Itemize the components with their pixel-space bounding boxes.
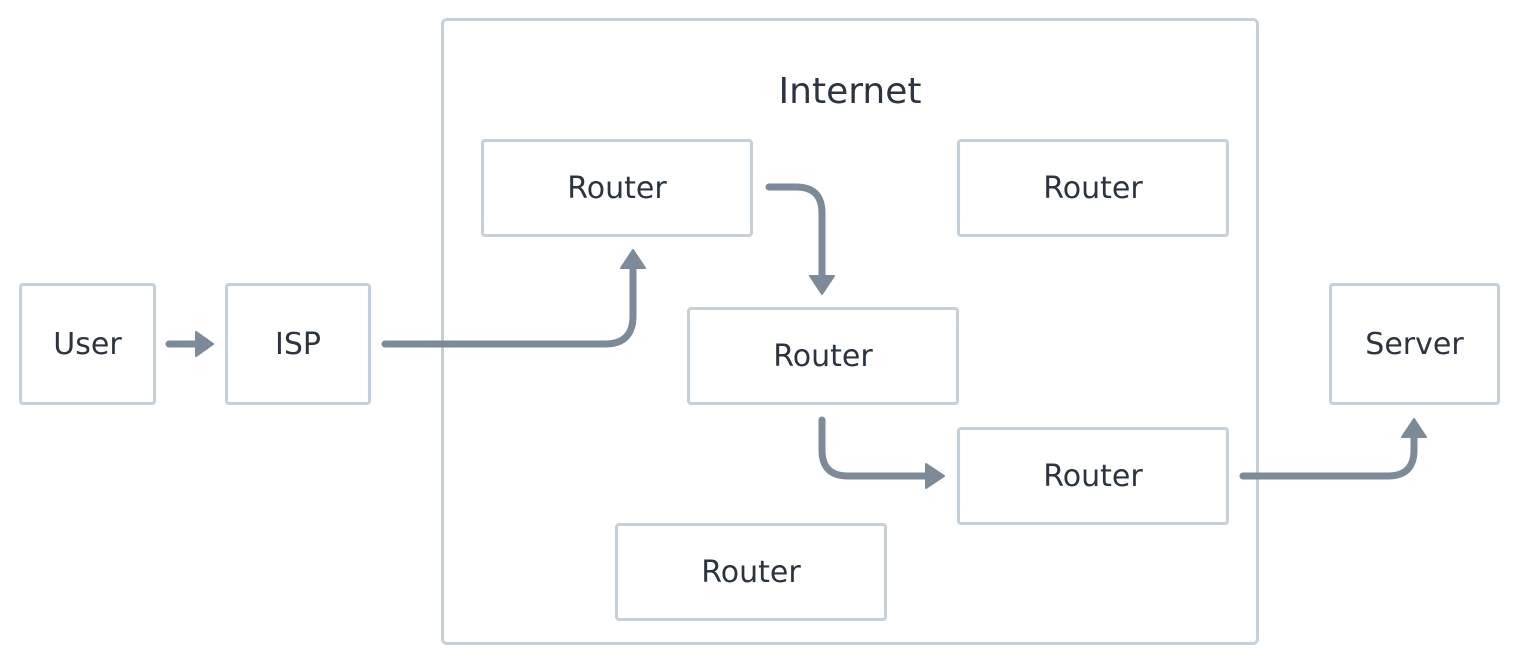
isp-node: ISP <box>225 283 371 405</box>
router-node-middle: Router <box>687 307 959 405</box>
router-label: Router <box>773 338 873 374</box>
arrowhead-router-lower-right <box>925 463 945 489</box>
server-node: Server <box>1329 283 1500 405</box>
arrowhead-server <box>1401 418 1427 438</box>
arrow-router-to-router-middle <box>765 183 826 282</box>
router-node-bottom: Router <box>615 523 887 621</box>
arrow-router-to-server <box>1239 434 1418 480</box>
server-label: Server <box>1365 326 1464 362</box>
internet-label: Internet <box>778 71 922 112</box>
router-label: Router <box>567 170 667 206</box>
router-node-top-right: Router <box>957 139 1229 237</box>
router-label: Router <box>1043 458 1143 494</box>
isp-label: ISP <box>275 326 321 362</box>
router-label: Router <box>1043 170 1143 206</box>
router-node-lower-right: Router <box>957 427 1229 525</box>
arrowhead-router-top-left <box>620 249 646 269</box>
router-node-top-left: Router <box>481 139 753 237</box>
user-node: User <box>19 283 156 405</box>
arrow-isp-to-router <box>381 262 637 348</box>
router-label: Router <box>701 554 801 590</box>
arrowhead-router-middle <box>809 275 835 295</box>
arrowhead-isp <box>195 331 214 357</box>
user-label: User <box>53 326 122 362</box>
arrow-router-middle-to-router-lower <box>818 416 932 480</box>
